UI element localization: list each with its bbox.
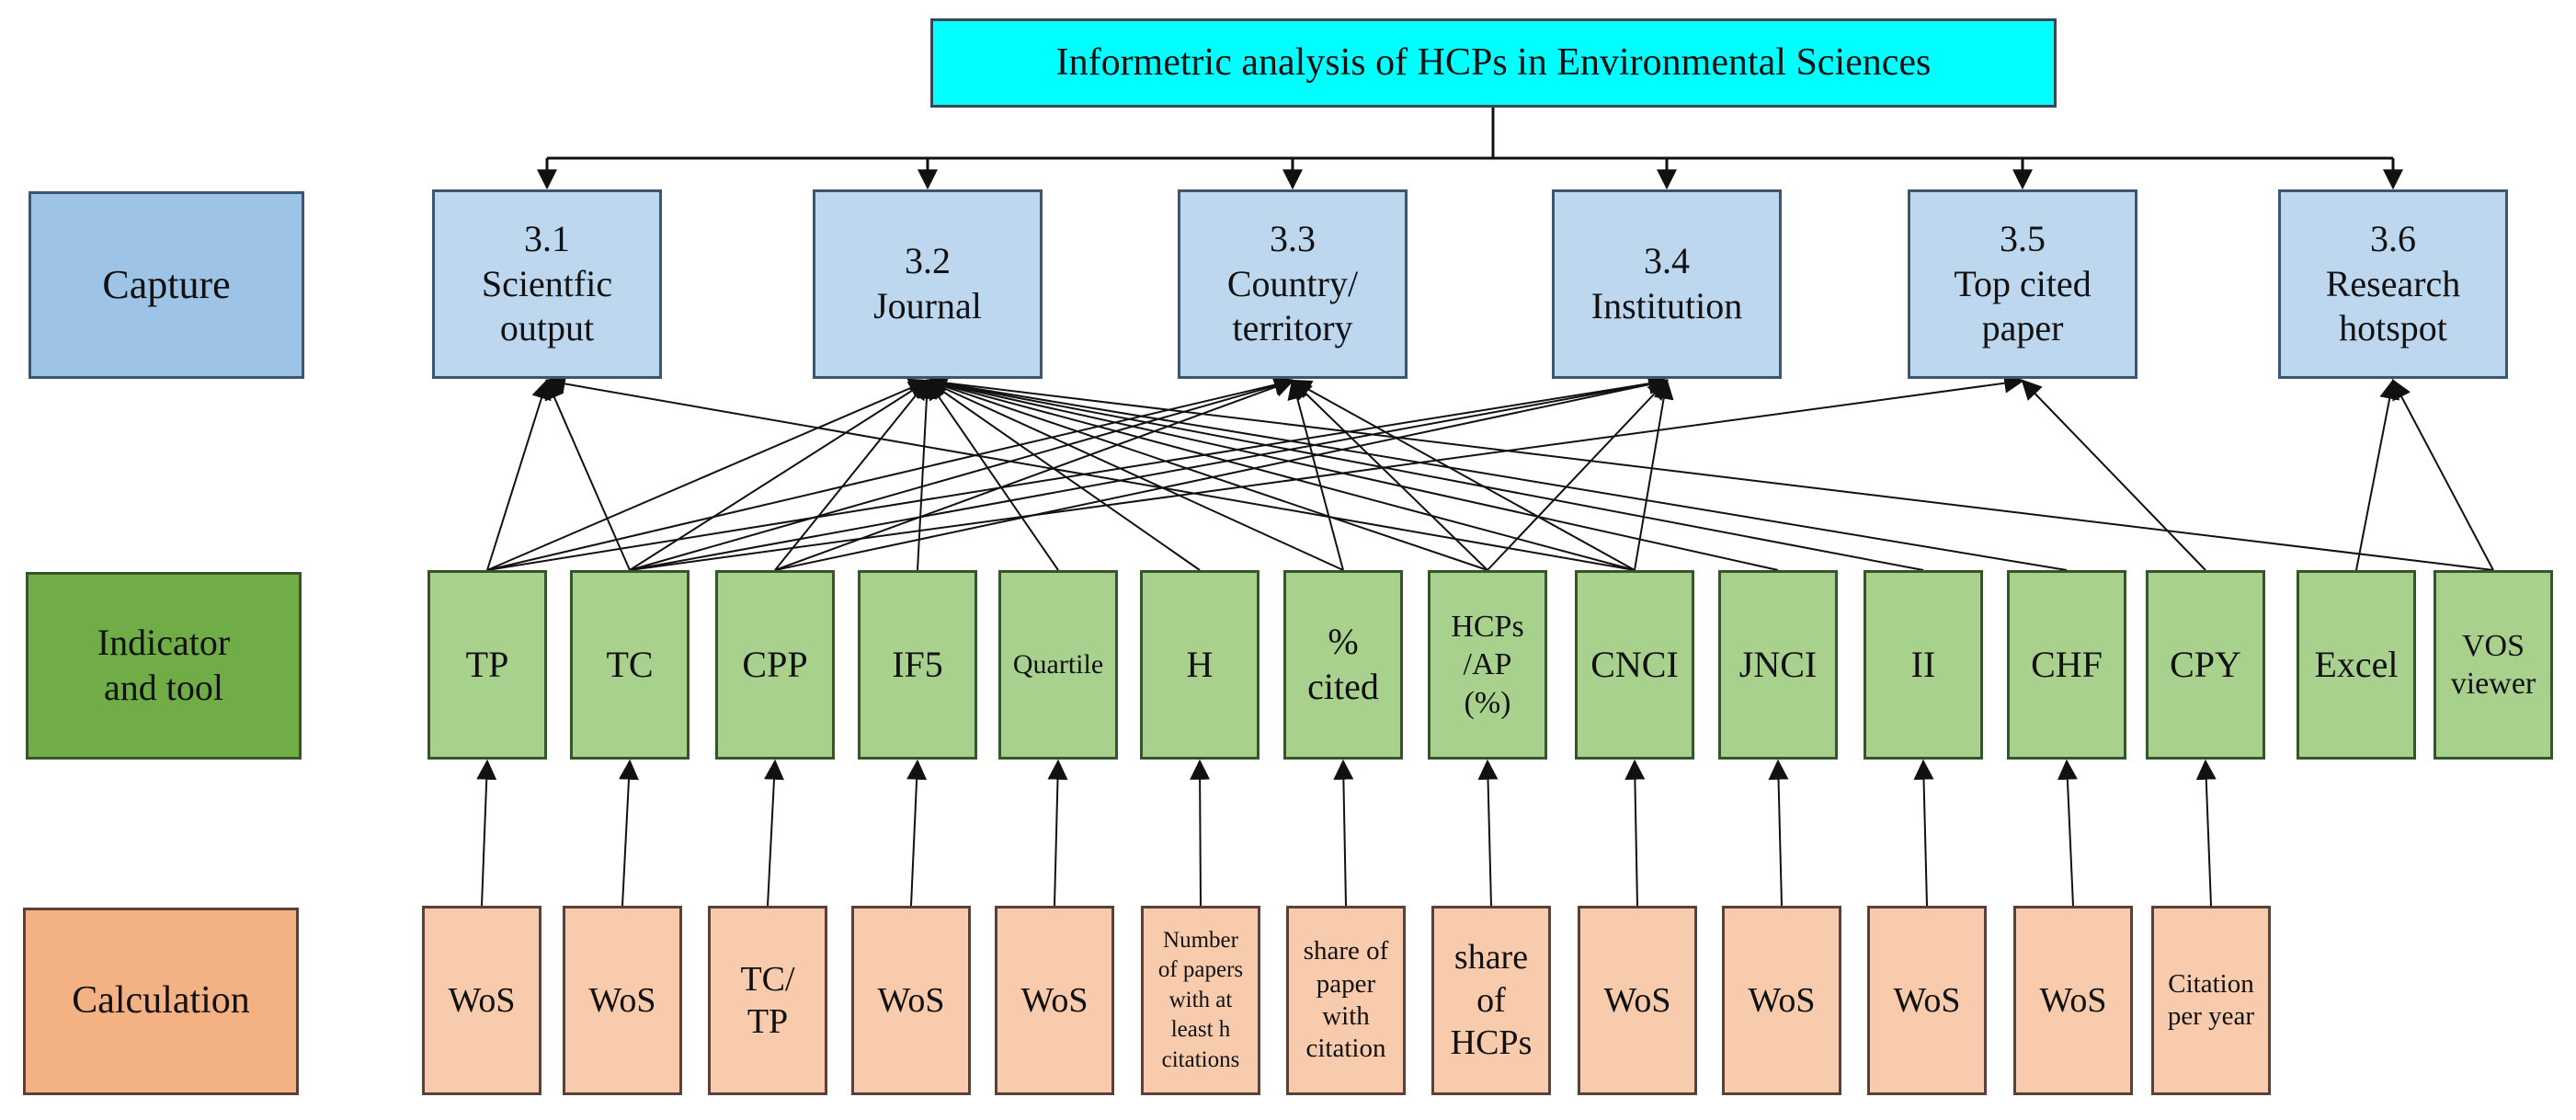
indicator-box-cpp: CPP	[715, 570, 835, 760]
link-tp-to-c3	[486, 374, 1295, 571]
indicator-box-excel: Excel	[2297, 570, 2416, 760]
calculation-box-h: Number of papers with at least h citatio…	[1141, 906, 1260, 1095]
calculation-box-chf: WoS	[2013, 906, 2133, 1095]
capture-box-c1: 3.1 Scientfic output	[432, 189, 662, 379]
calc-arrow-h	[1190, 759, 1211, 907]
capture-box-c6: 3.6 Research hotspot	[2278, 189, 2508, 379]
indicator-box-vos: VOS viewer	[2434, 570, 2553, 760]
calculation-box-ii: WoS	[1867, 906, 1987, 1095]
calculation-box-quartile: WoS	[995, 906, 1114, 1095]
link-cpp-to-c2	[774, 379, 929, 571]
link-tp-to-c2	[486, 378, 930, 571]
link-tc-to-c3	[629, 375, 1295, 571]
diagram-title: Informetric analysis of HCPs in Environm…	[930, 18, 2057, 108]
link-pcited-to-c2	[925, 379, 1344, 571]
link-tc-to-c5	[629, 372, 2025, 571]
row-label-indicator: Indicator and tool	[26, 572, 302, 760]
link-cnci-to-c2	[925, 375, 1636, 571]
indicator-box-tc: TC	[570, 570, 690, 760]
capture-box-c5: 3.5 Top cited paper	[1908, 189, 2137, 379]
calc-arrow-cpp	[764, 759, 784, 907]
link-tp-to-c4	[486, 373, 1670, 571]
calc-arrow-jnci	[1768, 759, 1789, 907]
calculation-box-cpy: Citation per year	[2151, 906, 2271, 1095]
indicator-box-if5: IF5	[858, 570, 977, 760]
indicator-box-cpy: CPY	[2146, 570, 2265, 760]
calc-arrow-cpy	[2195, 759, 2217, 907]
capture-box-c4: 3.4 Institution	[1552, 189, 1782, 379]
link-h-to-c2	[926, 379, 1201, 571]
link-excel-to-c6	[2355, 378, 2400, 571]
link-chf-to-c2	[925, 373, 2068, 571]
link-vos-to-c2	[925, 372, 2494, 571]
link-tc-to-c1	[544, 378, 631, 571]
link-if5-to-c2	[916, 378, 937, 571]
calc-arrow-if5	[906, 759, 928, 907]
calc-arrow-tp	[476, 759, 497, 907]
link-vos-to-c6	[2391, 379, 2494, 571]
calculation-box-cnci: WoS	[1578, 906, 1697, 1095]
calculation-box-cpp: TC/ TP	[708, 906, 827, 1095]
calc-arrow-cnci	[1624, 759, 1646, 907]
indicator-box-pcited: % cited	[1283, 570, 1403, 760]
indicator-box-hcpsap: HCPs /AP (%)	[1428, 570, 1547, 760]
calc-arrow-ii	[1913, 759, 1934, 907]
indicator-box-cnci: CNCI	[1575, 570, 1694, 760]
link-cpy-to-c5	[2021, 379, 2206, 571]
link-quartile-to-c2	[926, 379, 1059, 571]
calculation-box-tp: WoS	[422, 906, 541, 1095]
calc-arrow-pcited	[1333, 759, 1354, 907]
indicator-box-quartile: Quartile	[998, 570, 1118, 760]
calc-arrow-hcpsap	[1477, 759, 1499, 907]
link-hcpsap-to-c2	[925, 376, 1488, 571]
indicator-box-ii: II	[1864, 570, 1983, 760]
link-cnci-to-c3	[1291, 379, 1636, 571]
link-cpp-to-c4	[774, 374, 1670, 571]
capture-box-c2: 3.2 Journal	[813, 189, 1043, 379]
indicator-box-chf: CHF	[2007, 570, 2126, 760]
calculation-box-if5: WoS	[851, 906, 971, 1095]
calculation-box-jnci: WoS	[1722, 906, 1841, 1095]
indicator-box-h: H	[1140, 570, 1260, 760]
link-cpp-to-c3	[774, 377, 1295, 571]
link-tp-to-c1	[486, 378, 552, 571]
row-label-calculation: Calculation	[23, 908, 299, 1095]
indicator-box-tp: TP	[427, 570, 547, 760]
row-label-capture: Capture	[28, 191, 304, 379]
calculation-box-tc: WoS	[563, 906, 682, 1095]
link-ii-to-c2	[925, 373, 1924, 571]
link-pcited-to-c3	[1287, 378, 1344, 571]
link-tc-to-c4	[629, 373, 1670, 571]
calc-arrow-tc	[619, 759, 639, 907]
link-jnci-to-c2	[925, 374, 1779, 571]
calculation-box-pcited: share of paper with citation	[1286, 906, 1406, 1095]
link-tc-to-c2	[629, 379, 929, 571]
link-cnci-to-c1	[544, 373, 1636, 571]
indicator-box-jnci: JNCI	[1718, 570, 1838, 760]
calculation-box-hcpsap: share of HCPs	[1431, 906, 1551, 1095]
calc-arrow-chf	[2057, 759, 2078, 907]
capture-box-c3: 3.3 Country/ territory	[1178, 189, 1408, 379]
calc-arrow-quartile	[1047, 759, 1068, 907]
